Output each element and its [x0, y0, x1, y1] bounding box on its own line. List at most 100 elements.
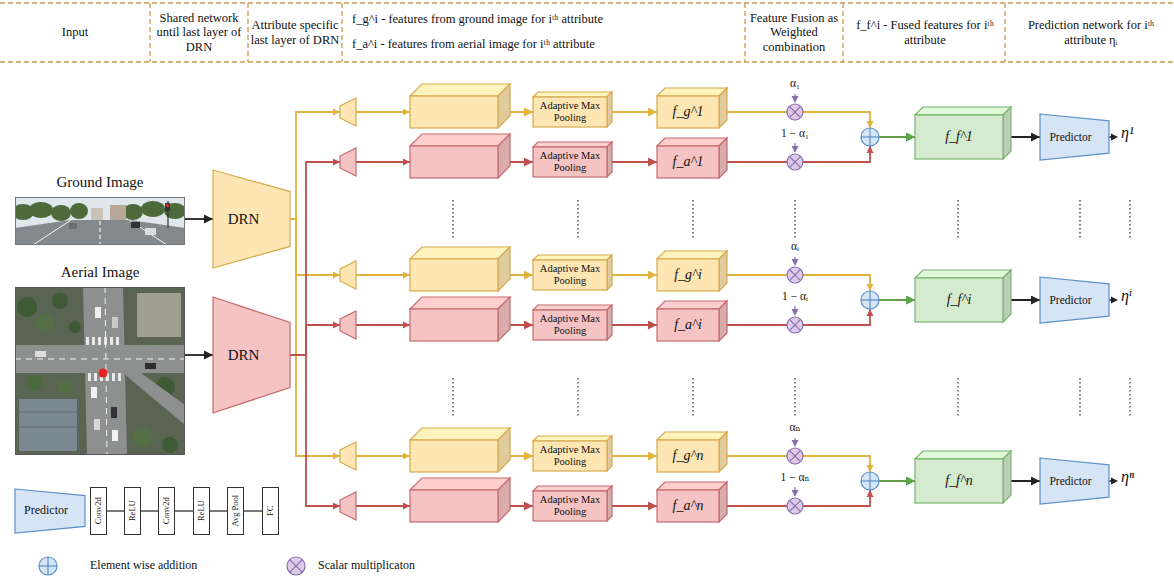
box-top-face: [657, 301, 727, 309]
multiply-symbol: [787, 448, 803, 464]
node-text: f_f^i: [947, 292, 972, 307]
add-circle: [39, 557, 57, 575]
column-divider: [149, 3, 150, 62]
input-image: Aerial Image: [15, 287, 185, 455]
box-side-face: [498, 428, 510, 472]
add-symbol: [861, 291, 879, 309]
column-header: Prediction network for iᵗʰ attribute ηᵢ: [1010, 5, 1172, 60]
multiply-circle: [787, 154, 803, 170]
tree: [29, 202, 53, 218]
box-top-face: [410, 134, 510, 146]
box-top-face: [410, 478, 510, 490]
connector: [141, 510, 158, 511]
ellipsis-dotted-line: [957, 378, 958, 418]
ellipsis-dotted-line: [452, 378, 453, 418]
box-side-face: [1003, 270, 1011, 322]
fused-line: [879, 299, 907, 301]
crosswalk: [86, 337, 89, 345]
weight-label: 1 − αₙ: [755, 470, 835, 486]
arrow-head: [333, 503, 340, 510]
lane-mark: [15, 359, 185, 360]
multiply-symbol: [787, 498, 803, 514]
connector: [175, 510, 193, 511]
ellipsis-dotted-line: [1079, 200, 1080, 238]
add-circle: [861, 128, 879, 146]
connector: [107, 510, 124, 511]
output-label: ηⁿ: [1121, 466, 1166, 488]
traffic-lamp: [166, 204, 169, 207]
arrow-head: [403, 109, 410, 116]
multiply-symbol: [787, 267, 803, 283]
node-text: Conv2d: [94, 498, 103, 525]
box-top-face: [657, 138, 727, 146]
arrow-head: [403, 453, 410, 460]
layer-box: FC: [262, 487, 279, 535]
arrow-head: [333, 453, 340, 460]
column-header: f_f^i - Fused features for iᵗʰ attribute: [848, 5, 1002, 60]
box-top-face: [657, 482, 727, 490]
connector: [607, 274, 657, 276]
node-text: Adaptive Max Pooling: [536, 263, 604, 286]
arrow-head: [792, 96, 799, 103]
arrow-head: [792, 259, 799, 266]
legend-sample: [287, 557, 305, 575]
multiply-stroke: [290, 560, 303, 573]
car: [131, 222, 140, 228]
multiply-stroke: [789, 269, 800, 280]
box-front-face: [533, 491, 607, 521]
weight-label: 1 − α₁: [755, 126, 835, 142]
box-top-face: [410, 297, 510, 309]
header-band: [0, 3, 1174, 62]
feature-box: f_a^n: [657, 490, 719, 522]
node-text: Adaptive Max Pooling: [536, 444, 604, 467]
tree: [70, 203, 88, 219]
building: [91, 208, 103, 220]
car: [145, 363, 156, 369]
box-front-face: [410, 96, 498, 128]
box-side-face: [719, 251, 727, 291]
multiply-symbol: [287, 557, 305, 575]
photo: [15, 197, 185, 245]
node-text: Predictor: [24, 504, 68, 517]
arrow-head: [792, 490, 799, 497]
road: [123, 373, 185, 425]
location-dot: [99, 369, 108, 378]
attribute-rows: [333, 84, 1118, 522]
arrow-head: [333, 322, 340, 329]
column-header: Shared network until last layer of DRN: [152, 5, 246, 60]
multiply-stroke: [789, 500, 800, 511]
ellipsis-dotted-line: [692, 378, 693, 418]
box-front-face: [915, 115, 1003, 159]
crosswalk: [110, 337, 113, 345]
node-text: Adaptive Max Pooling: [536, 313, 604, 336]
ellipsis-dotted-line: [1129, 200, 1130, 238]
box-front-face: [657, 146, 719, 178]
building-roof: [137, 293, 181, 337]
box-side-face: [719, 88, 727, 128]
predictor-box: Predictor: [1040, 458, 1109, 504]
car: [111, 407, 117, 418]
ellipsis-dotted-line: [794, 200, 795, 238]
fused-line: [879, 480, 907, 482]
drn-encoder: DRN: [213, 170, 290, 268]
predictor-trapezoid: [15, 489, 85, 533]
header-rule: [0, 2, 1174, 3]
road: [15, 220, 185, 245]
box-front-face: [410, 490, 498, 522]
pooling-box: Adaptive Max Pooling: [533, 441, 607, 471]
box-top-face: [657, 251, 727, 259]
pooling-box: Adaptive Max Pooling: [533, 97, 607, 127]
weight-label: αₙ: [765, 420, 825, 436]
arrow-head: [1111, 134, 1118, 141]
image-heading: Ground Image: [5, 174, 195, 191]
node-text: ReLU: [197, 501, 206, 522]
box-front-face: [657, 96, 719, 128]
box-front-face: [410, 309, 498, 341]
node-text: Predictor: [1049, 294, 1091, 307]
add-symbol: [39, 557, 57, 575]
ellipsis-dotted-line: [1079, 378, 1080, 418]
connector: [719, 456, 915, 481]
fused-feature-box: f_f^1: [915, 115, 1003, 159]
aerial-photo: [15, 287, 185, 455]
predictor-box: Predictor: [15, 489, 85, 533]
